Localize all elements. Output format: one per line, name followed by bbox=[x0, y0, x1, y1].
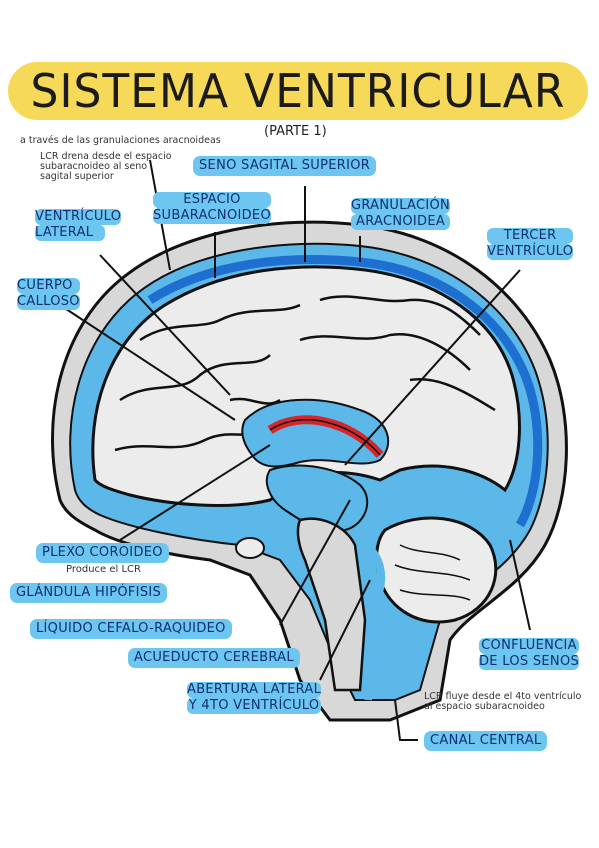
note-produce: Produce el LCR bbox=[66, 564, 141, 575]
pointer-arrows bbox=[59, 159, 531, 741]
label-abertura: ABERTURA LATERAL Y 4TO VENTRÍCULO bbox=[187, 682, 322, 714]
label-seno-sagital: SENO SAGITAL SUPERIOR bbox=[193, 156, 377, 176]
label-granulacion: GRANULACIÓN ARACNOIDEA bbox=[351, 198, 451, 230]
pituitary-gland bbox=[235, 537, 265, 559]
label-plexo: PLEXO COROIDEO bbox=[36, 543, 169, 563]
label-canal: CANAL CENTRAL bbox=[424, 731, 548, 751]
page-subtitle: (PARTE 1) bbox=[264, 124, 327, 139]
lateral-ventricle bbox=[241, 398, 390, 468]
label-espacio: ESPACIO SUBARACNOIDEO bbox=[153, 192, 271, 224]
label-hipofisis: GLÁNDULA HIPÓFISIS bbox=[10, 583, 168, 603]
page-title: SISTEMA VENTRICULAR bbox=[30, 64, 566, 118]
label-tercer-ventriculo: TERCER VENTRÍCULO bbox=[487, 228, 574, 260]
cerebellum-folia bbox=[394, 544, 471, 601]
note-granulaciones: a través de las granulaciones aracnoidea… bbox=[20, 135, 221, 146]
label-cuerpo-calloso: CUERPO CALLOSO bbox=[17, 278, 80, 310]
cerebrum bbox=[91, 265, 521, 507]
label-ventriculo-lateral: VENTRÍCULO LATERAL bbox=[35, 209, 122, 241]
label-confluencia: CONFLUENCIA DE LOS SENOS bbox=[479, 638, 580, 670]
label-acueducto: ACUEDUCTO CEREBRAL bbox=[128, 648, 300, 668]
note-lcr-drena: LCR drena desde el espacio subaracnoideo… bbox=[40, 151, 172, 182]
note-lcr-fluye: LCR fluye desde el 4to ventrículo al esp… bbox=[424, 691, 582, 712]
title-band: SISTEMA VENTRICULAR bbox=[8, 62, 588, 120]
superior-sagittal-sinus bbox=[147, 255, 543, 528]
fourth-ventricle bbox=[362, 541, 386, 701]
label-liquido: LÍQUIDO CEFALO-RAQUIDEO bbox=[30, 619, 232, 639]
